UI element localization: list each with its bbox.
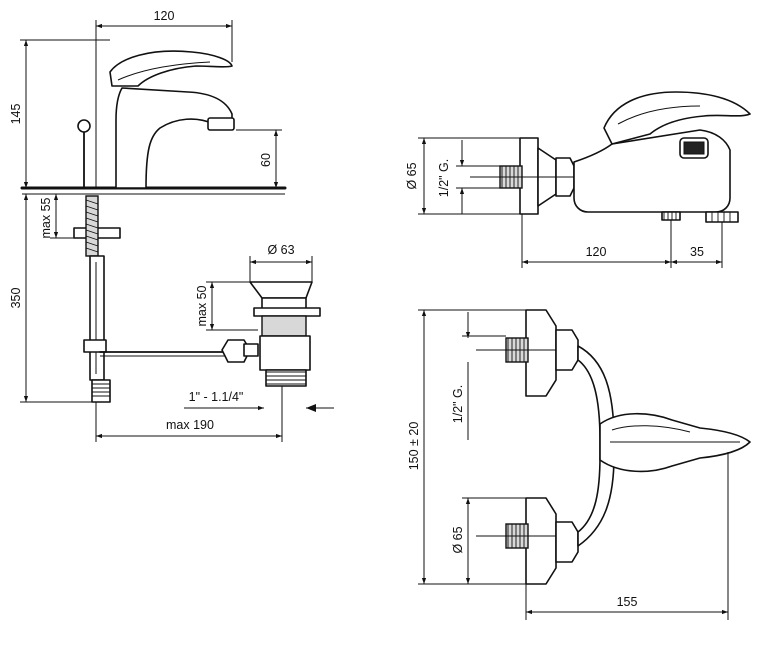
outlet-dim: 35 (690, 245, 704, 259)
basin-height-dim: 145 (9, 104, 23, 125)
basin-width-dim: 120 (154, 9, 175, 23)
popup-waste (221, 281, 321, 387)
waste-height-dim: max 50 (195, 285, 209, 326)
spout-height-dim: 60 (259, 153, 273, 167)
side-thread-dim: 1/2" G. (437, 159, 451, 197)
body-length-dim: 120 (586, 245, 607, 259)
basin-mixer-underside (73, 195, 233, 403)
counter-thickness-dim: max 55 (39, 197, 53, 238)
top-thread-dim: 1/2" G. (451, 385, 465, 423)
under-counter-dim: 350 (9, 288, 23, 309)
top-flange-dim: Ø 65 (451, 526, 465, 553)
waste-thread-dim: 1" - 1.1/4" (189, 390, 244, 404)
depth-dim: max 190 (166, 418, 214, 432)
centers-dim: 150 ± 20 (407, 422, 421, 471)
waste-diameter-dim: Ø 63 (267, 243, 294, 257)
projection-dim: 155 (617, 595, 638, 609)
basin-mixer-drawing: 120 145 60 max 55 350 Ø 63 max 50 1" - 1… (9, 9, 334, 442)
bath-mixer-top-drawing: 150 ± 20 1/2" G. Ø 65 155 (407, 309, 751, 620)
basin-mixer-body (77, 50, 235, 189)
side-flange-dim: Ø 65 (405, 162, 419, 189)
bath-mixer-side-drawing: Ø 65 1/2" G. 120 35 (405, 91, 751, 268)
